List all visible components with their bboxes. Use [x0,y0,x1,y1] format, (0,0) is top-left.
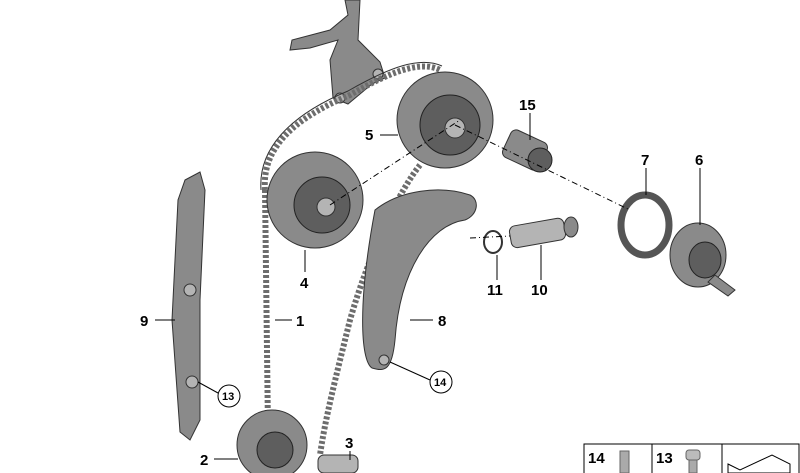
parts-legend: 14 13 [583,443,800,473]
pin [317,454,359,473]
callout-3: 3 [345,435,353,452]
camshaft-sprocket-exhaust [266,151,364,249]
camshaft-sprocket-intake [396,71,494,169]
sealing-ring [617,191,673,259]
callout-14-circled: 14 [434,377,447,389]
timing-chain [260,61,443,456]
callout-4: 4 [300,275,309,292]
callout-9: 9 [140,313,148,330]
bolt-13-icon [685,449,701,473]
tensioning-rail [171,171,206,441]
callout-13-circled: 13 [222,391,234,403]
callout-7: 7 [641,152,649,169]
callout-2: 2 [200,452,208,469]
chain-guide-bracket [289,0,386,105]
chain-tensioner [508,216,579,249]
callout-11: 11 [487,282,503,299]
callout-6: 6 [695,152,703,169]
callout-10: 10 [531,282,548,299]
central-valve [502,129,553,173]
solenoid-valve [669,222,736,297]
crankshaft-sprocket [236,409,308,473]
callout-15: 15 [519,97,536,114]
guide-rail [362,189,477,371]
scale-icon [727,454,791,473]
legend-item-14: 14 [588,450,605,467]
bolt-14-icon [619,450,630,473]
legend-item-13: 13 [656,450,673,467]
seal-ring [483,230,503,254]
callout-1: 1 [296,313,304,330]
callout-8: 8 [438,313,446,330]
callout-5: 5 [365,127,373,144]
